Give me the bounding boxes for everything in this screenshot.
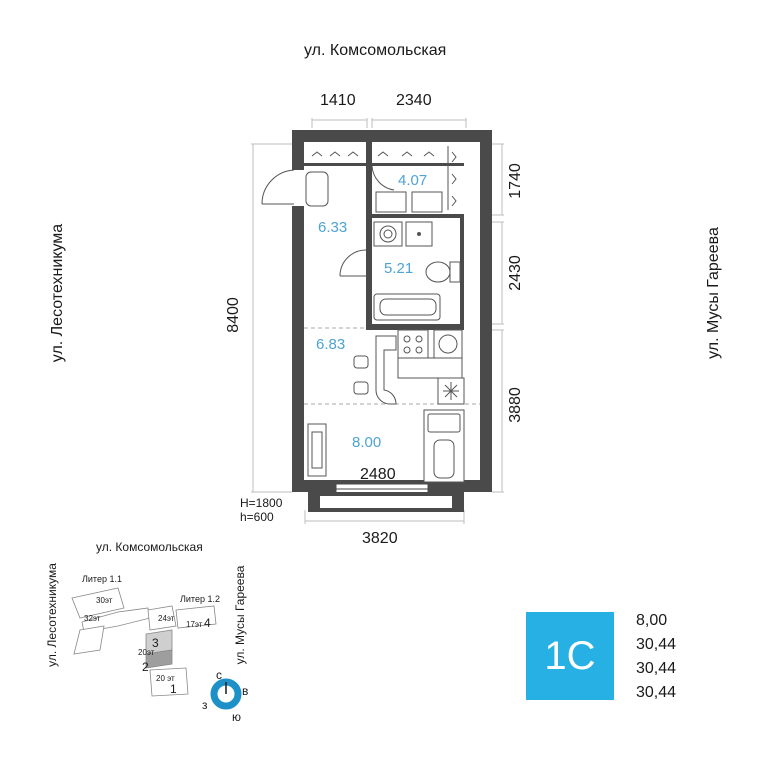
room-area-kitchen: 6.83 — [316, 336, 346, 353]
room-area-wardrobe: 4.07 — [398, 172, 428, 189]
dimension-bottom-total: 3820 — [362, 530, 398, 547]
site-liter-1-2: Литер 1.2 — [180, 594, 220, 604]
compass-north: с — [216, 668, 222, 682]
street-left: ул. Лесотехникума — [49, 223, 66, 363]
site-liter-1-1: Литер 1.1 — [82, 574, 122, 584]
area-total-1: 30,44 — [636, 636, 677, 653]
street-right: ул. Мусы Гареева — [705, 227, 722, 359]
site-floors-32: 32эт — [84, 614, 101, 623]
street-top: ул. Комсомольская — [304, 42, 447, 59]
site-section-3: 3 — [152, 636, 159, 650]
dimension-top-left: 1410 — [320, 92, 356, 109]
compass-east: в — [242, 684, 249, 698]
site-floors-17: 17эт — [186, 620, 203, 629]
room-area-hall: 6.33 — [318, 219, 348, 236]
area-total-3: 30,44 — [636, 684, 677, 701]
site-street-right: ул. Мусы Гареева — [233, 565, 247, 665]
site-floors-30: 30эт — [96, 596, 113, 605]
compass-south: ю — [232, 710, 241, 724]
room-area-living: 8.00 — [352, 434, 382, 451]
site-floors-24: 24эт — [158, 614, 175, 623]
site-section-1: 1 — [170, 682, 177, 696]
area-living: 8,00 — [636, 612, 668, 629]
site-section-4: 4 — [204, 616, 211, 630]
window-height-lower: h=600 — [240, 510, 274, 524]
room-area-bathroom: 5.21 — [384, 260, 414, 277]
dimension-top-right: 2340 — [396, 92, 432, 109]
area-total-2: 30,44 — [636, 660, 677, 677]
dimension-right-upper: 1740 — [507, 163, 524, 199]
apartment-type-badge: 1С — [526, 612, 614, 700]
dimension-bottom-inner: 2480 — [360, 466, 396, 483]
site-floors-20b: 20 эт — [156, 674, 175, 683]
site-floors-20a: 20эт — [138, 648, 155, 657]
dimension-right-lower: 3880 — [507, 387, 524, 423]
site-street-left: ул. Лесотехникума — [45, 563, 59, 667]
site-street-top: ул. Комсомольская — [96, 540, 203, 554]
compass-west: з — [202, 698, 208, 712]
window-height-upper: H=1800 — [240, 496, 283, 510]
dimension-right-middle: 2430 — [507, 255, 524, 291]
dimension-left-total: 8400 — [225, 297, 242, 333]
site-section-2: 2 — [142, 660, 149, 674]
